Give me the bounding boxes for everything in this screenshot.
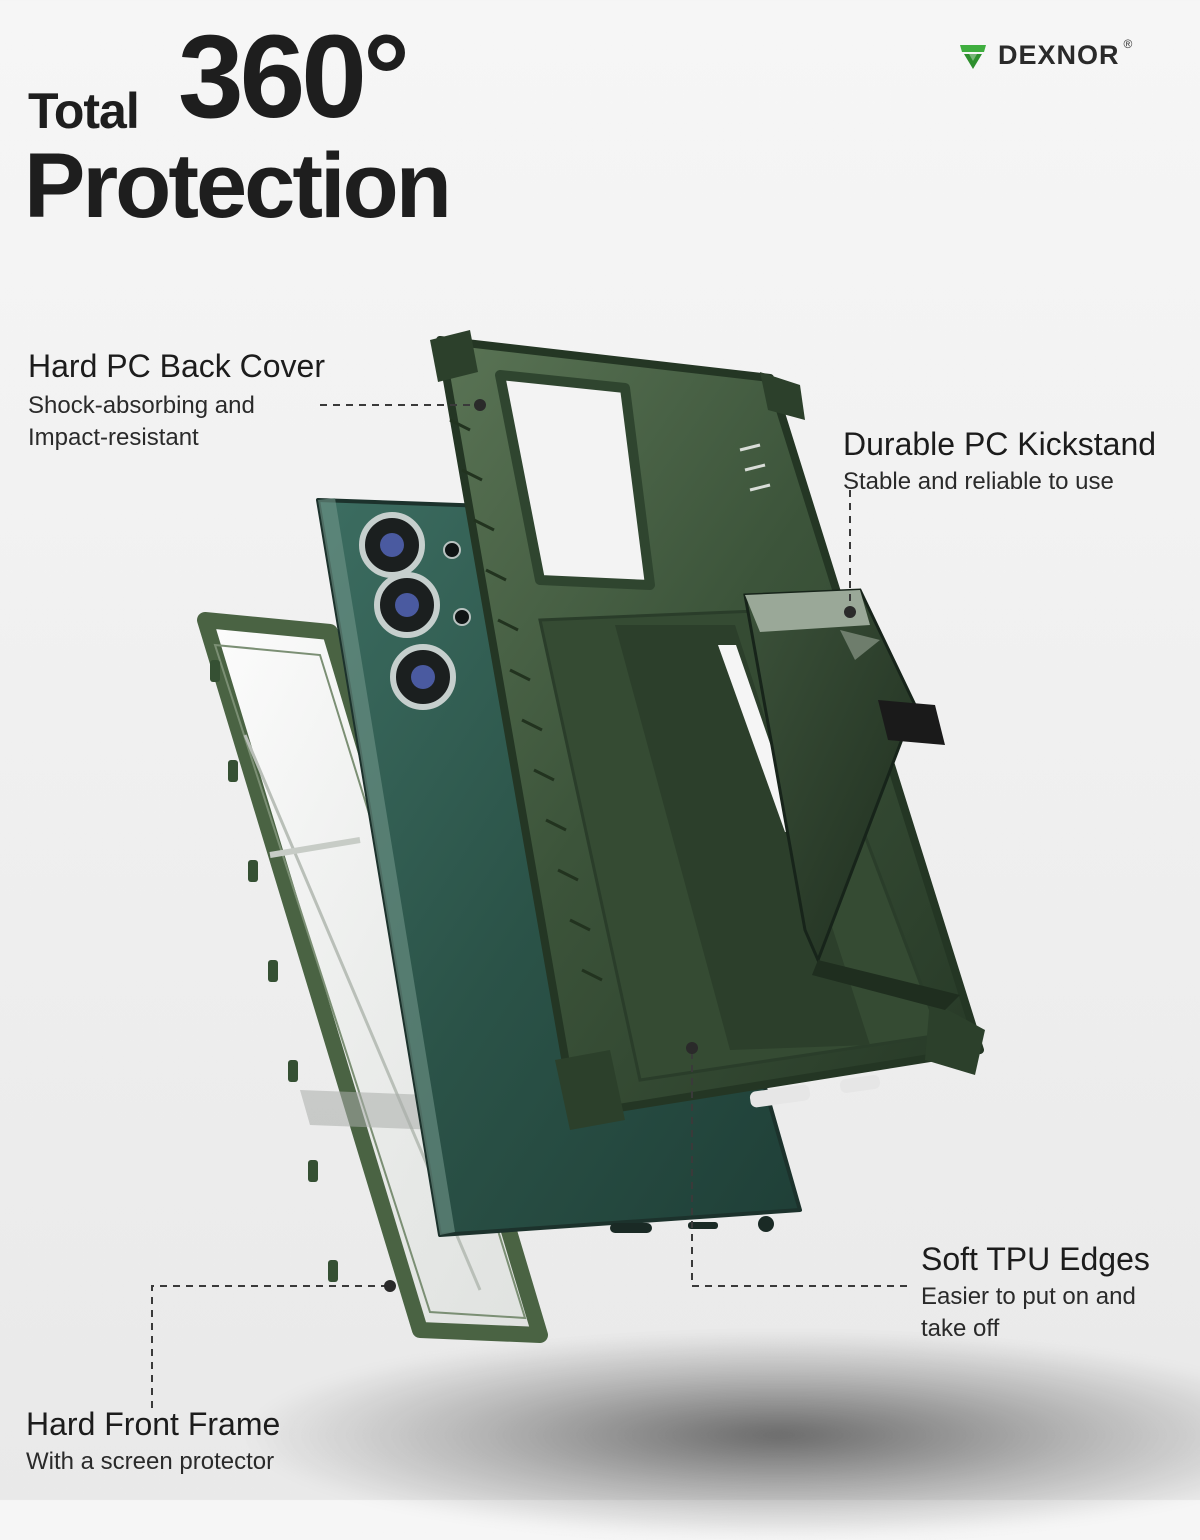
callout-kickstand-title: Durable PC Kickstand xyxy=(843,426,1157,462)
callout-back-cover-title: Hard PC Back Cover xyxy=(28,348,325,384)
callout-front-frame-sub1: With a screen protector xyxy=(26,1447,275,1475)
registered-mark: ® xyxy=(1123,36,1133,51)
camera-cluster-icon xyxy=(359,512,471,710)
headline-protection: Protection xyxy=(24,135,452,237)
callout-kickstand: Durable PC Kickstand Stable and reliable… xyxy=(843,426,1157,498)
callout-back-cover: Hard PC Back Cover Shock-absorbing and I… xyxy=(28,348,325,454)
callout-tpu-edges: Soft TPU Edges Easier to put on and take… xyxy=(921,1241,1150,1345)
callout-back-cover-sub2: Impact-resistant xyxy=(28,423,199,451)
callout-back-cover-sub1: Shock-absorbing and xyxy=(28,391,255,419)
brand-name: DEXNOR xyxy=(998,40,1120,70)
callout-front-frame-title: Hard Front Frame xyxy=(26,1406,281,1442)
kickstand-logo-icon xyxy=(840,630,880,660)
callout-leaders xyxy=(151,404,912,1410)
callout-tpu-edges-title: Soft TPU Edges xyxy=(921,1241,1150,1277)
callout-kickstand-sub1: Stable and reliable to use xyxy=(843,467,1114,495)
headline-360: 360° xyxy=(178,11,410,143)
product-illustration xyxy=(151,330,985,1410)
callout-front-frame: Hard Front Frame With a screen protector xyxy=(26,1406,281,1478)
headline-total: Total xyxy=(28,83,140,139)
kickstand xyxy=(743,588,960,1010)
callout-dots xyxy=(384,399,856,1292)
dexnor-logo-icon xyxy=(960,44,986,69)
back-cover-case xyxy=(430,330,985,1130)
callout-tpu-edges-sub1: Easier to put on and xyxy=(921,1282,1136,1310)
brand-logo: DEXNOR ® xyxy=(958,36,1133,71)
callout-tpu-edges-sub2: take off xyxy=(921,1314,1000,1342)
